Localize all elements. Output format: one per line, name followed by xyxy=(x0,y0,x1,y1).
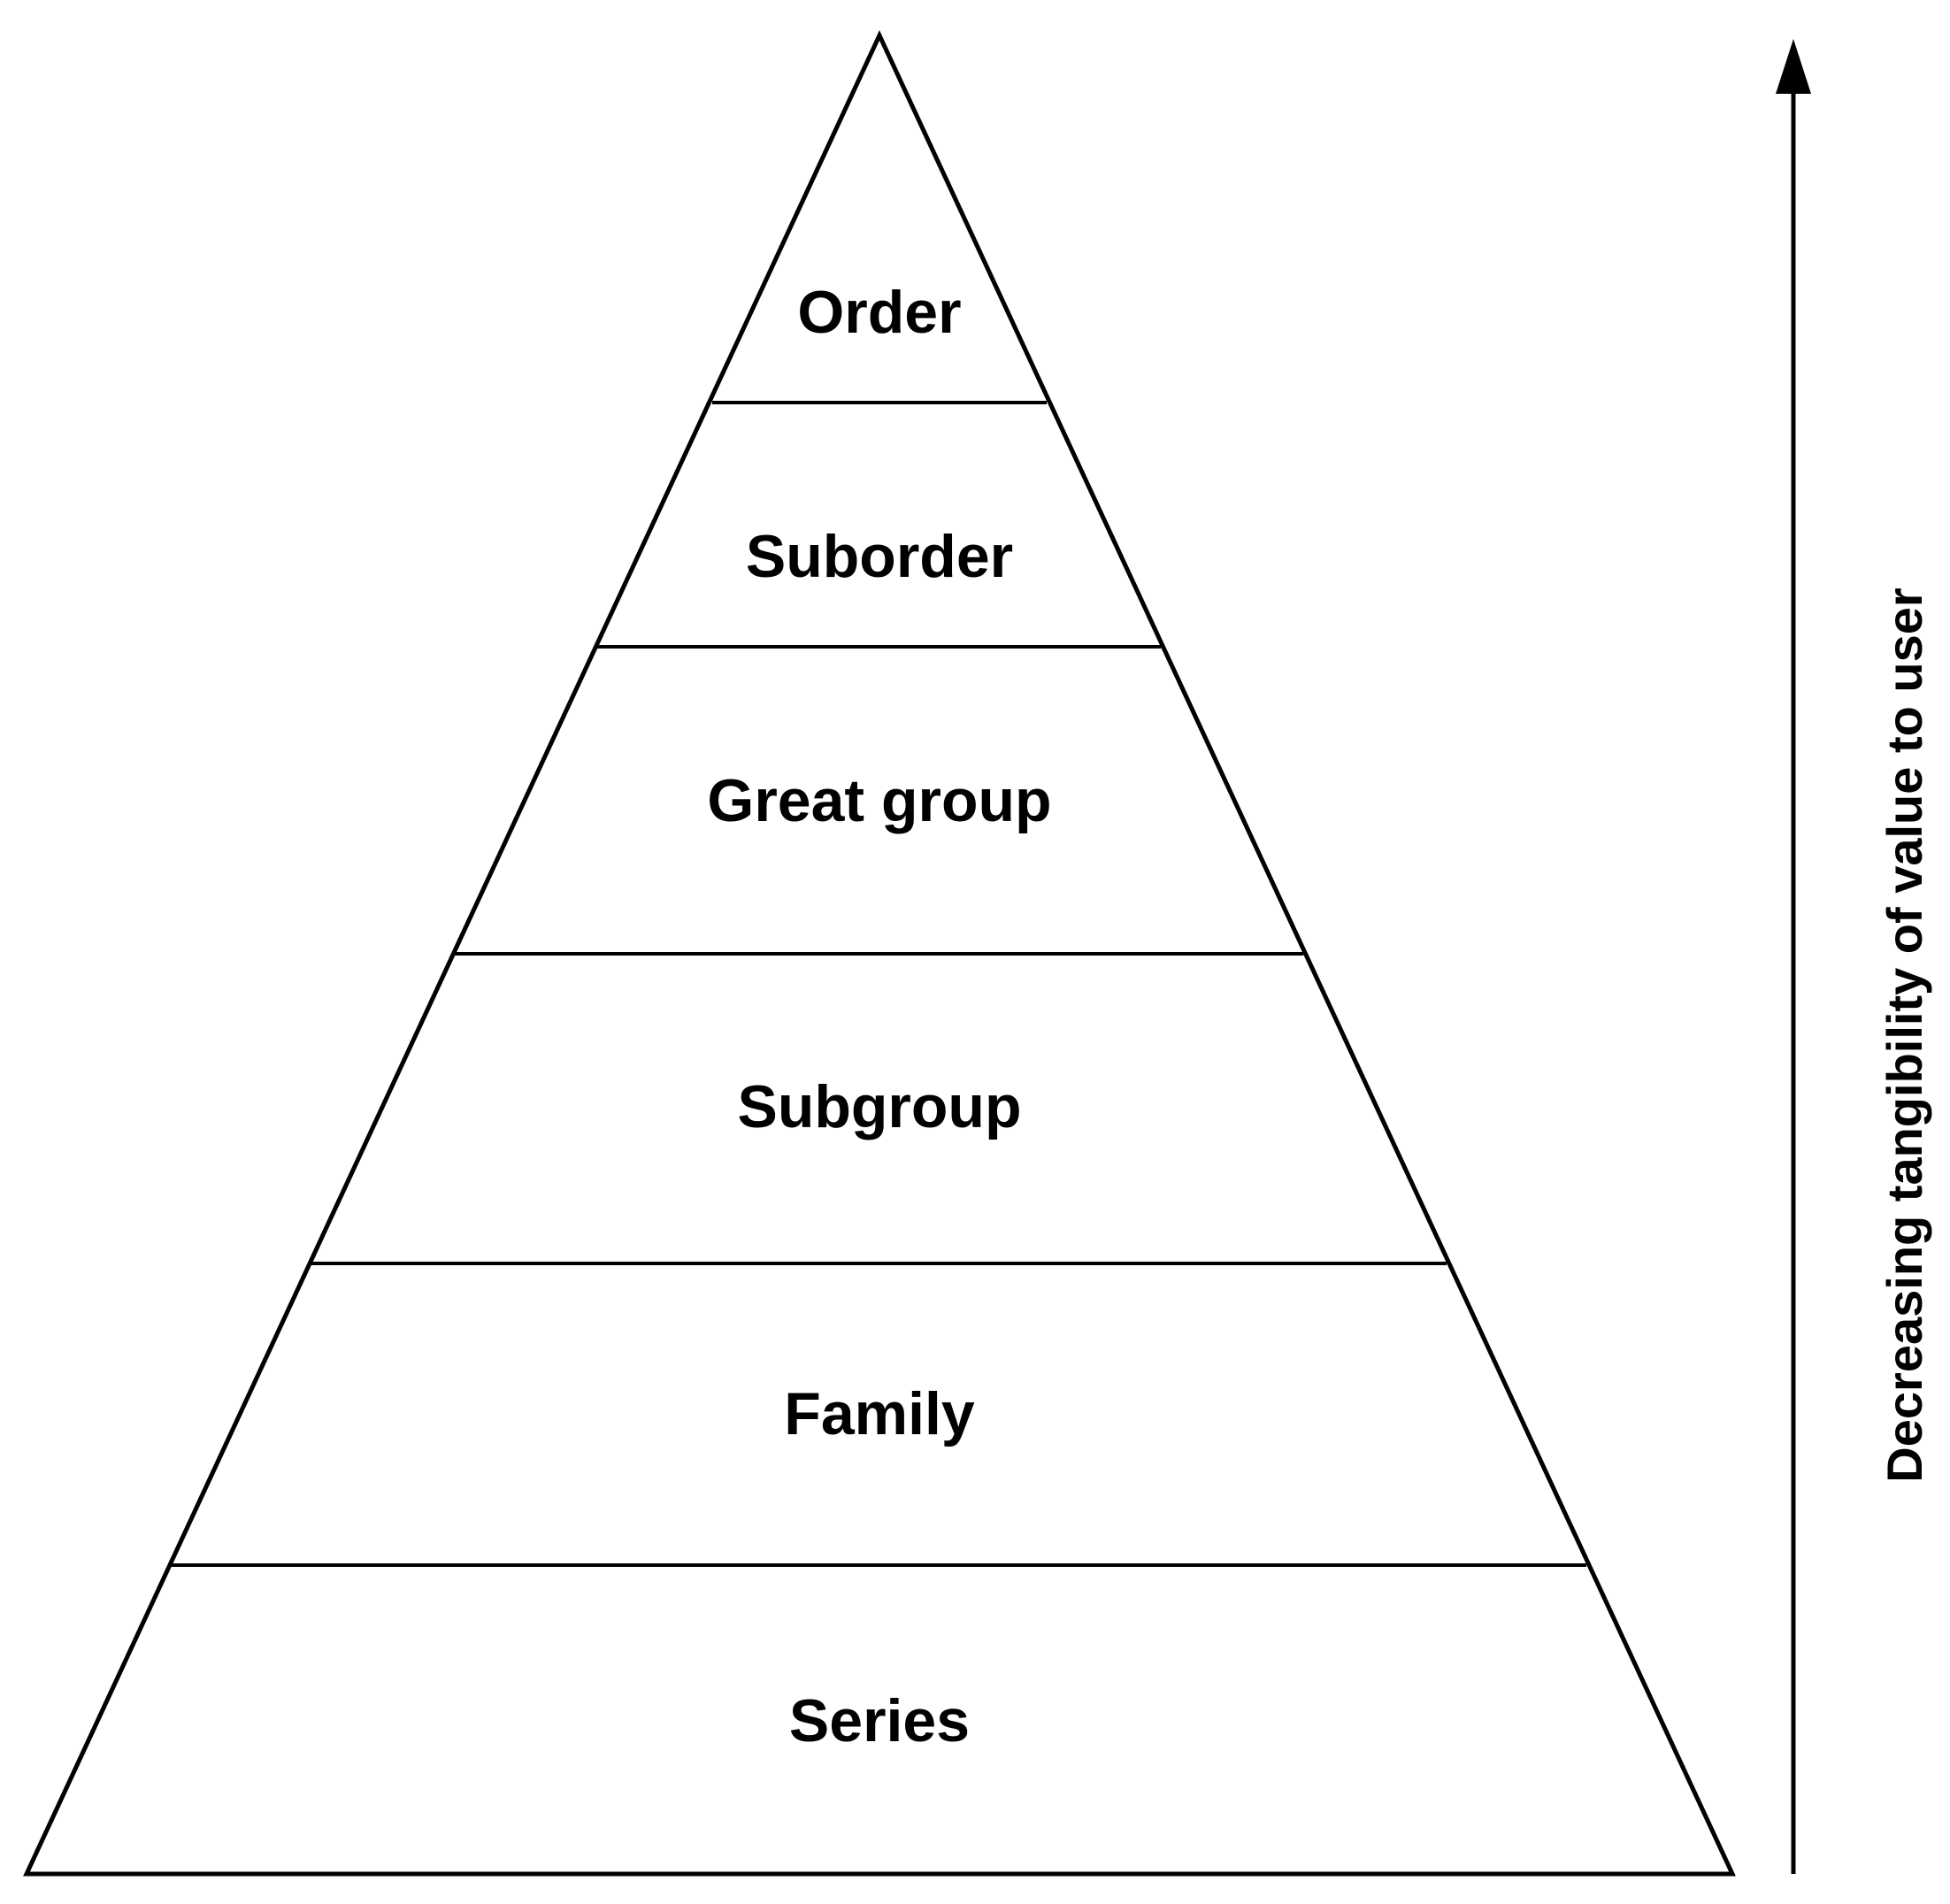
tier-label-suborder: Suborder xyxy=(746,523,1013,590)
tier-label-subgroup: Subgroup xyxy=(737,1073,1021,1140)
arrow-head-icon xyxy=(1776,39,1811,94)
tier-label-order: Order xyxy=(797,279,961,346)
tier-label-great-group: Great group xyxy=(707,767,1051,834)
arrow-label: Decreasing tangibility of value to user xyxy=(1877,587,1932,1482)
tier-label-series: Series xyxy=(789,1687,970,1754)
tier-label-family: Family xyxy=(784,1380,975,1447)
